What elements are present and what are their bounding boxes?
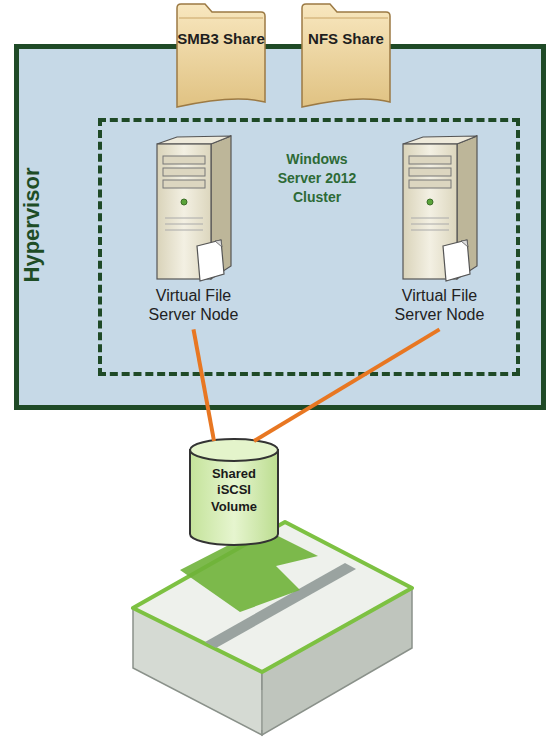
hypervisor-box: Hypervisor Windows Server 2012 ClusterVir… [14, 44, 546, 410]
iscsi-volume: Shared iSCSI Volume [188, 436, 280, 548]
share-folder: SMB3 Share [175, 2, 267, 110]
server-node: Virtual File Server Node [126, 134, 261, 328]
hypervisor-label: Hypervisor [21, 168, 43, 283]
server-label: Virtual File Server Node [381, 286, 499, 328]
folder-icon [300, 2, 392, 110]
volume-label: Shared iSCSI Volume [194, 466, 274, 515]
cluster-box: Windows Server 2012 ClusterVirtual File … [98, 118, 520, 376]
server-label: Virtual File Server Node [135, 286, 253, 328]
server-node: Virtual File Server Node [372, 134, 507, 328]
folder-icon [175, 2, 267, 110]
server-icon [395, 134, 485, 284]
iscsi-link [194, 329, 215, 441]
server-icon [149, 134, 239, 284]
iscsi-link [254, 329, 440, 441]
cluster-label: Windows Server 2012 Cluster [267, 150, 367, 207]
share-label: SMB3 Share [177, 30, 265, 48]
share-label: NFS Share [302, 30, 390, 48]
share-folder: NFS Share [300, 2, 392, 110]
